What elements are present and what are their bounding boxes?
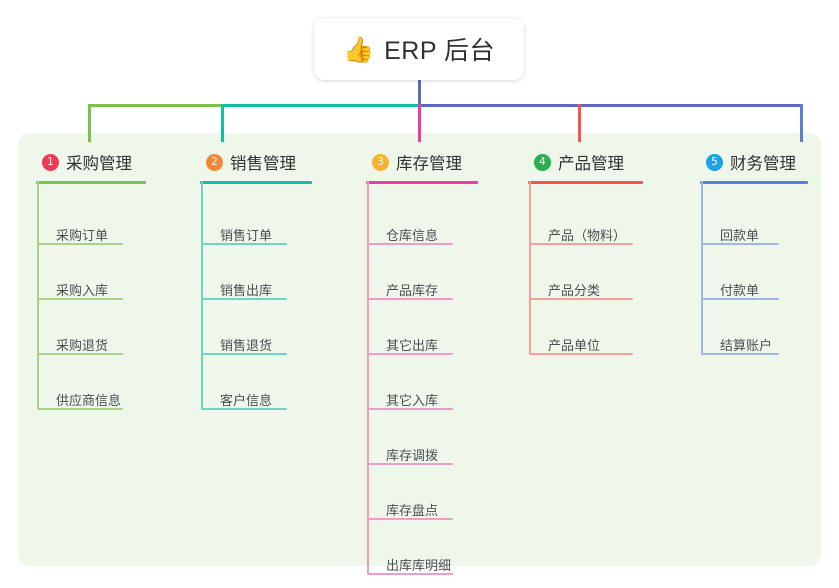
branch-number-badge: 1 <box>42 153 59 171</box>
leaf-node-label[interactable]: 库存盘点 <box>386 503 439 518</box>
branch-underline <box>36 181 146 184</box>
leaf-node-underline <box>201 298 287 300</box>
branch-spine <box>529 181 531 353</box>
branch-number-badge: 4 <box>534 153 551 171</box>
branch-underline <box>528 181 643 184</box>
leaf-node-label[interactable]: 仓库信息 <box>386 228 439 243</box>
leaf-node-underline <box>367 518 453 520</box>
branch-spine <box>701 181 703 353</box>
leaf-node-label[interactable]: 销售退货 <box>220 338 273 353</box>
drop-line-col2 <box>221 104 224 142</box>
leaf-node-underline <box>201 408 287 410</box>
branch-header-2[interactable]: 2 销售管理 <box>200 145 296 179</box>
branch-number-badge: 2 <box>206 153 223 171</box>
branch-underline <box>200 181 312 184</box>
leaf-node-underline <box>37 298 123 300</box>
leaf-node-label[interactable]: 出库库明细 <box>386 558 452 573</box>
leaf-node-label[interactable]: 产品单位 <box>548 338 601 353</box>
leaf-node-label[interactable]: 供应商信息 <box>56 393 122 408</box>
root-node-title: ERP 后台 <box>384 37 496 65</box>
branch-underline <box>366 181 478 184</box>
leaf-node-underline <box>529 243 633 245</box>
leaf-node-label[interactable]: 付款单 <box>720 283 760 298</box>
thumbs-up-icon: 👍 <box>342 34 375 64</box>
leaf-node-label[interactable]: 产品库存 <box>386 283 439 298</box>
leaf-node-label[interactable]: 其它出库 <box>386 338 439 353</box>
leaf-node-label[interactable]: 库存调拨 <box>386 448 439 463</box>
drop-line-col1 <box>88 104 91 142</box>
leaf-node-label[interactable]: 销售出库 <box>220 283 273 298</box>
branch-title: 采购管理 <box>66 155 132 173</box>
leaf-node-label[interactable]: 结算账户 <box>720 338 773 353</box>
diagram-panel <box>18 133 821 566</box>
root-node-card[interactable]: 👍 ERP 后台 <box>314 18 524 80</box>
leaf-node-label[interactable]: 采购退货 <box>56 338 109 353</box>
leaf-node-underline <box>37 243 123 245</box>
drop-line-col4 <box>578 104 581 142</box>
branch-header-3[interactable]: 3 库存管理 <box>366 145 462 179</box>
trunk-line-vertical <box>418 80 421 106</box>
leaf-node-label[interactable]: 采购入库 <box>56 283 109 298</box>
leaf-node-underline <box>367 353 453 355</box>
leaf-node-label[interactable]: 客户信息 <box>220 393 273 408</box>
branch-number-badge: 3 <box>372 153 389 171</box>
leaf-node-underline <box>367 298 453 300</box>
branch-spine <box>37 181 39 408</box>
leaf-node-label[interactable]: 采购订单 <box>56 228 109 243</box>
leaf-node-underline <box>367 463 453 465</box>
leaf-node-underline <box>367 573 453 575</box>
branch-spine <box>201 181 203 408</box>
branch-title: 销售管理 <box>230 155 296 173</box>
drop-line-col5 <box>800 104 803 142</box>
leaf-node-underline <box>37 353 123 355</box>
branch-underline <box>700 181 808 184</box>
bus-line-segment-green <box>88 104 222 107</box>
branch-header-5[interactable]: 5 财务管理 <box>700 145 796 179</box>
leaf-node-underline <box>201 353 287 355</box>
leaf-node-underline <box>37 408 123 410</box>
branch-title: 产品管理 <box>558 155 624 173</box>
branch-header-4[interactable]: 4 产品管理 <box>528 145 624 179</box>
leaf-node-label[interactable]: 其它入库 <box>386 393 439 408</box>
leaf-node-label[interactable]: 回款单 <box>720 228 760 243</box>
drop-line-col3 <box>418 104 421 142</box>
leaf-node-underline <box>701 298 779 300</box>
leaf-node-label[interactable]: 销售订单 <box>220 228 273 243</box>
bus-line-segment-blue <box>418 104 803 107</box>
leaf-node-underline <box>701 353 779 355</box>
branch-title: 库存管理 <box>396 155 462 173</box>
branch-number-badge: 5 <box>706 153 723 171</box>
leaf-node-label[interactable]: 产品（物料） <box>548 228 627 243</box>
leaf-node-underline <box>367 243 453 245</box>
leaf-node-underline <box>201 243 287 245</box>
leaf-node-underline <box>529 353 633 355</box>
leaf-node-underline <box>529 298 633 300</box>
leaf-node-underline <box>701 243 779 245</box>
leaf-node-label[interactable]: 产品分类 <box>548 283 601 298</box>
leaf-node-underline <box>367 408 453 410</box>
branch-spine <box>367 181 369 573</box>
branch-header-1[interactable]: 1 采购管理 <box>36 145 132 179</box>
bus-line-segment-teal <box>221 104 419 107</box>
branch-title: 财务管理 <box>730 155 796 173</box>
